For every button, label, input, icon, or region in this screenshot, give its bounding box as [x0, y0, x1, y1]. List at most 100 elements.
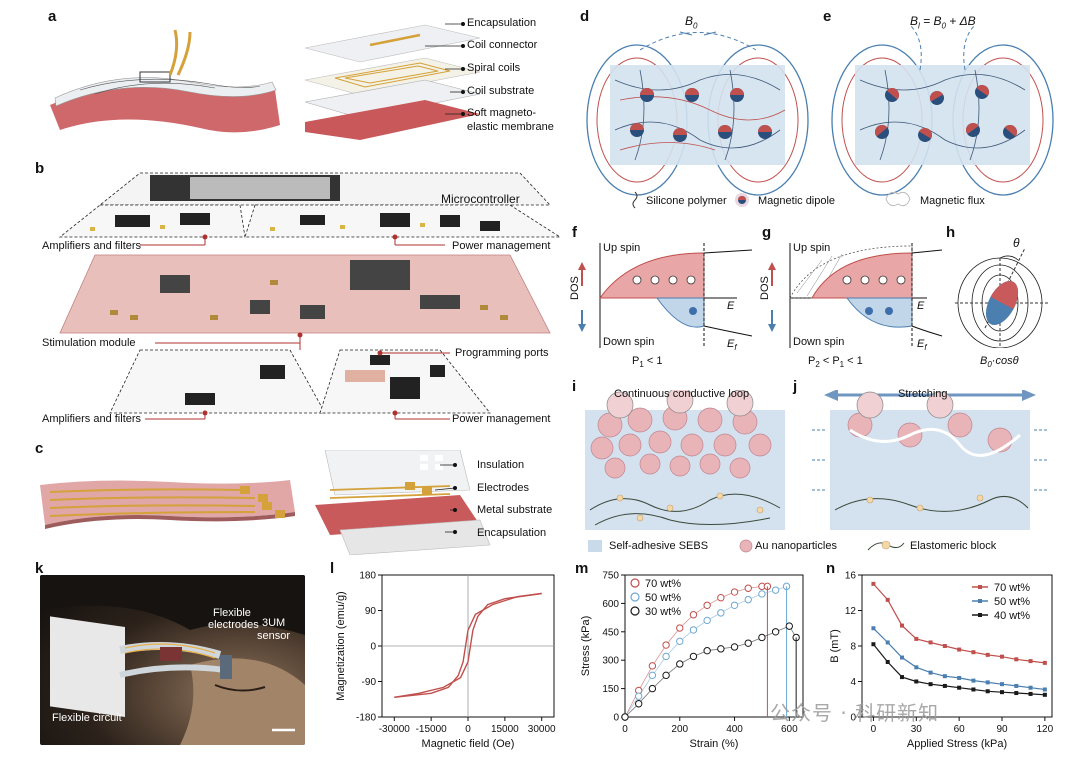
data-point [771, 628, 780, 636]
x-tick-label: 0 [622, 724, 628, 735]
data-point [928, 682, 933, 687]
data-point [676, 660, 684, 668]
h-theta: θ [1013, 236, 1020, 250]
legend-magnetic-dipole: Magnetic dipole [758, 195, 836, 207]
data-point [785, 622, 794, 630]
h-formula: B0·cosθ [980, 355, 1019, 370]
k-electrodes-label: Flexible [213, 607, 251, 619]
y-tick-label: 12 [845, 606, 857, 617]
panel-b-illustration [58, 172, 560, 420]
panel-label-m: m [575, 560, 589, 577]
data-point [1042, 660, 1047, 665]
data-point [957, 685, 962, 690]
data-point [758, 633, 766, 642]
j-title: Stretching [898, 388, 948, 400]
ij-legend-icons [588, 539, 905, 553]
panel-de-illustration [586, 24, 1054, 196]
data-point [971, 687, 976, 692]
layer-label-coil-substrate: Coil substrate [467, 85, 535, 97]
f-condition: P1 < 1 [632, 355, 663, 370]
data-point [885, 597, 890, 602]
k-sensor-label-2: sensor [257, 630, 291, 642]
data-point [885, 659, 890, 664]
data-point [928, 640, 933, 645]
panel-c-illustration [40, 450, 491, 555]
legend-label: 40 wt% [994, 610, 1030, 622]
data-point [1028, 659, 1033, 664]
f-up-spin: Up spin [603, 242, 641, 254]
data-point [689, 611, 698, 619]
plot-frame [624, 574, 804, 718]
data-point [985, 689, 990, 694]
panel-ij-illustration [585, 390, 1048, 530]
data-point [634, 692, 643, 700]
data-point [676, 624, 684, 632]
data-point [900, 623, 904, 628]
panel-f-dos-diagram [578, 243, 753, 348]
y-tick-label: 0 [370, 642, 376, 653]
panel-label-b: b [35, 160, 45, 177]
y-tick-label: -90 [362, 677, 377, 688]
layer-label-membrane-2: elastic membrane [467, 121, 554, 133]
data-point [717, 594, 725, 602]
data-point [957, 675, 962, 680]
panel-label-n: n [826, 560, 836, 577]
y-tick-label: -180 [356, 713, 376, 724]
x-axis-label: Strain (%) [690, 738, 739, 750]
g-up-spin: Up spin [793, 242, 831, 254]
x-tick-label: 30000 [528, 724, 556, 735]
data-point [900, 675, 904, 680]
data-point [885, 640, 890, 645]
data-point [744, 639, 752, 647]
x-tick-label: 15000 [491, 724, 519, 735]
panel-label-e: e [823, 8, 832, 25]
data-point [703, 647, 711, 655]
y-axis-label: Stress (kPa) [580, 616, 592, 677]
data-point [1000, 654, 1004, 659]
y-axis-label: B (mT) [829, 629, 841, 663]
label-microcontroller: Microcontroller [441, 192, 520, 206]
label-power-management-2: Power management [452, 413, 551, 425]
x-tick-label: 30 [911, 724, 923, 735]
data-point [1000, 682, 1004, 687]
y-tick-label: 180 [359, 571, 376, 582]
data-point [985, 680, 990, 685]
y-tick-label: 300 [602, 656, 619, 667]
layer-label-electrodes: Electrodes [477, 482, 529, 494]
data-point [648, 684, 657, 693]
legend-marker [978, 599, 982, 603]
x-tick-label: 90 [996, 724, 1008, 735]
data-point [871, 626, 876, 631]
data-point [730, 601, 739, 609]
layer-label-encapsulation: Encapsulation [467, 17, 537, 29]
legend-elastomeric-block: Elastomeric block [910, 540, 997, 552]
watermark-text: 公众号 · 科研新知 [770, 701, 940, 725]
panel-label-g: g [762, 224, 772, 241]
label-stimulation-module: Stimulation module [42, 337, 136, 349]
panel-label-k: k [35, 560, 44, 577]
x-tick-label: 120 [1037, 724, 1054, 735]
legend-marker [630, 606, 640, 616]
y-tick-label: 0 [613, 713, 619, 724]
x-tick-label: 600 [781, 724, 798, 735]
i-title: Continuous conductive loop [614, 388, 750, 400]
legend-magnetic-flux: Magnetic flux [920, 195, 985, 207]
panel-label-i: i [572, 378, 577, 395]
layer-label-insulation: Insulation [477, 459, 525, 471]
data-point [900, 655, 904, 660]
data-point [662, 641, 670, 649]
panel-label-h: h [946, 224, 956, 241]
data-point [730, 588, 739, 596]
legend-label: 30 wt% [645, 606, 681, 618]
photo-content [40, 575, 305, 745]
data-point [621, 713, 629, 721]
legend-marker [978, 613, 982, 617]
legend-label: 50 wt% [994, 596, 1030, 608]
data-point [1042, 687, 1047, 692]
data-point [648, 662, 657, 670]
y-tick-label: 16 [845, 571, 857, 582]
g-ef: Ef [917, 338, 927, 353]
data-point [1014, 691, 1019, 696]
data-point [689, 626, 698, 634]
